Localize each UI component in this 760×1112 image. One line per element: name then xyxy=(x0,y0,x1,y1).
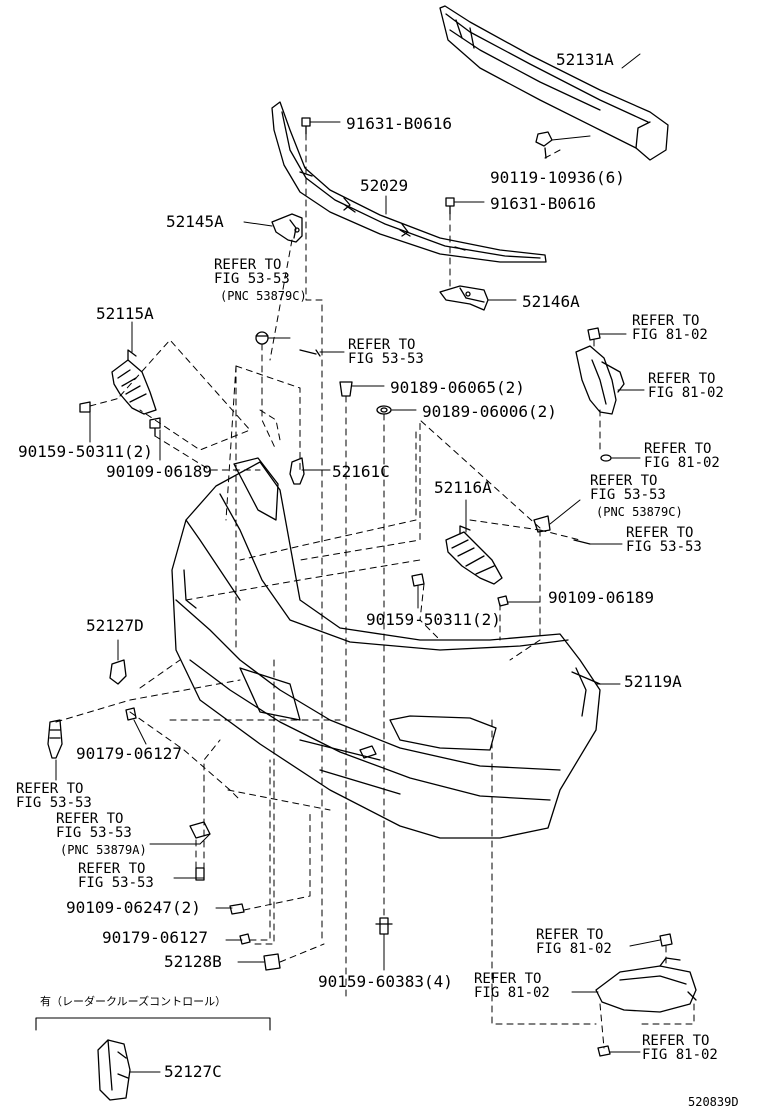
label-52128b: 52128B xyxy=(164,952,222,971)
side-retainer-52115a xyxy=(111,349,157,415)
refer-note-3: REFER TO FIG 81-02 xyxy=(632,313,708,343)
label-52119a: 52119A xyxy=(624,672,682,691)
label-52161c: 52161C xyxy=(332,462,390,481)
bracket-52145a xyxy=(271,213,303,243)
label-91631-b0616-a: 91631-B0616 xyxy=(346,114,452,133)
refer-note-13: REFER TO FIG 81-02 xyxy=(642,1033,718,1063)
refer-note-4: REFER TO FIG 81-02 xyxy=(648,371,724,401)
pnc-note-2: (PNC 53879C) xyxy=(596,505,683,519)
pnc-note-1: (PNC 53879C) xyxy=(220,289,307,303)
label-52127c: 52127C xyxy=(164,1062,222,1081)
leader-lines xyxy=(55,53,661,1073)
label-52115a: 52115A xyxy=(96,304,154,323)
refer-note-11: REFER TO FIG 81-02 xyxy=(536,927,612,957)
option-note: 有（レーダークルーズコントロール） xyxy=(40,995,227,1008)
dashed-guides xyxy=(55,133,695,1049)
label-52146a: 52146A xyxy=(522,292,580,311)
option-bracket-line xyxy=(35,1017,271,1031)
label-90109-06189-b: 90109-06189 xyxy=(548,588,654,607)
absorber-52131a xyxy=(439,5,669,161)
label-90189-06006: 90189-06006(2) xyxy=(422,402,557,421)
refer-note-5: REFER TO FIG 81-02 xyxy=(644,441,720,471)
label-52116a: 52116A xyxy=(434,478,492,497)
bumper-cover-52119a xyxy=(171,457,601,839)
label-90159-60383: 90159-60383(4) xyxy=(318,972,453,991)
lamp-lower-right xyxy=(595,957,697,1013)
refer-note-1: REFER TO FIG 53-53 xyxy=(214,257,290,287)
bolt-group-top xyxy=(301,117,553,215)
refer-note-2: REFER TO FIG 53-53 xyxy=(348,337,424,367)
refer-note-9: REFER TO FIG 53-53 xyxy=(56,811,132,841)
label-90159-50311-a: 90159-50311(2) xyxy=(18,442,153,461)
label-90159-50311-b: 90159-50311(2) xyxy=(366,610,501,629)
refer-note-12: REFER TO FIG 81-02 xyxy=(474,971,550,1001)
label-90109-06247: 90109-06247(2) xyxy=(66,898,201,917)
small-fasteners xyxy=(47,327,673,1057)
refer-note-7: REFER TO FIG 53-53 xyxy=(626,525,702,555)
label-90179-06127-a: 90179-06127 xyxy=(76,744,182,763)
label-52029: 52029 xyxy=(360,176,409,195)
label-90179-06127-b: 90179-06127 xyxy=(102,928,208,947)
refer-note-6: REFER TO FIG 53-53 xyxy=(590,473,666,503)
retainer-52029 xyxy=(271,101,547,263)
label-52145a: 52145A xyxy=(166,212,224,231)
label-90109-06189-a: 90109-06189 xyxy=(106,462,212,481)
drawing-code: 520839D xyxy=(688,1095,739,1109)
label-90189-06065: 90189-06065(2) xyxy=(390,378,525,397)
label-52131a: 52131A xyxy=(556,50,614,69)
bracket-52127c xyxy=(97,1039,131,1101)
pnc-note-3: (PNC 53879A) xyxy=(60,843,147,857)
label-52127d: 52127D xyxy=(86,616,144,635)
refer-note-8: REFER TO FIG 53-53 xyxy=(16,781,92,811)
lamp-upper-right xyxy=(575,345,625,415)
refer-note-10: REFER TO FIG 53-53 xyxy=(78,861,154,891)
bracket-52146a xyxy=(439,285,489,311)
label-90119-10936: 90119-10936(6) xyxy=(490,168,625,187)
label-91631-b0616-b: 91631-B0616 xyxy=(490,194,596,213)
side-retainer-52116a xyxy=(445,525,503,585)
